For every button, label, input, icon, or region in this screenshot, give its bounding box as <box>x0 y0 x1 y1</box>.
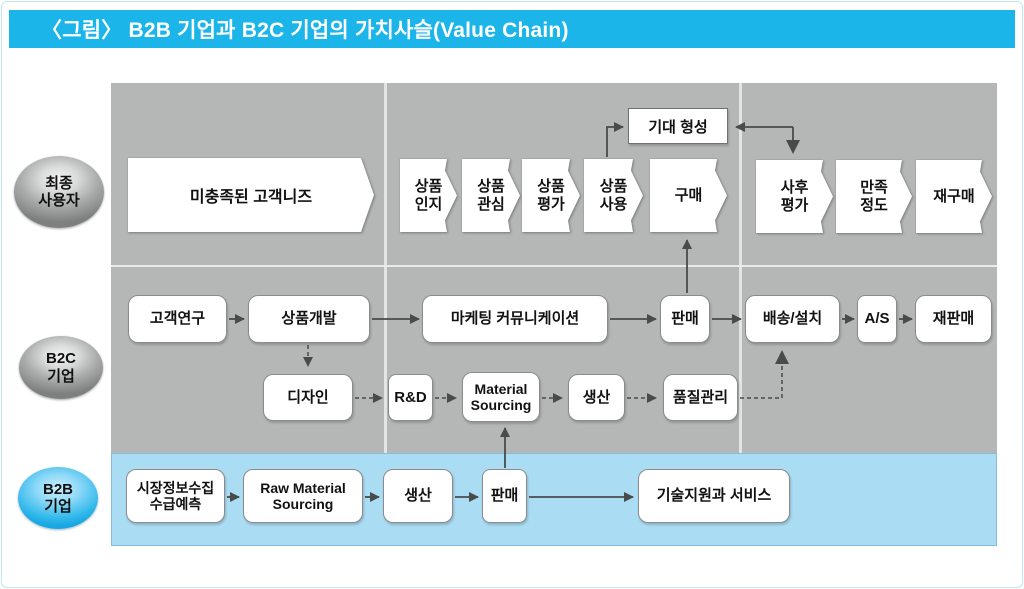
box-market-info-forecast: 시장정보수집 수급예측 <box>126 469 225 523</box>
box-sales-b2b: 판매 <box>482 469 527 523</box>
shape-unmet-needs-label: 미충족된 고객니즈 <box>128 158 374 232</box>
chevron-purchase: 구매 <box>650 159 727 232</box>
box-quality-control: 품질관리 <box>663 374 738 421</box>
lane-label-b2b: B2B 기업 <box>18 467 98 529</box>
chevron-product-use: 상품 사용 <box>584 159 643 232</box>
chevron-product-interest: 상품 관심 <box>462 159 520 232</box>
box-product-development: 상품개발 <box>248 295 370 343</box>
divider-vertical-2 <box>739 83 742 453</box>
box-customer-research: 고객연구 <box>128 295 227 343</box>
box-production-b2b: 생산 <box>383 469 453 523</box>
box-tech-support-service: 기술지원과 서비스 <box>638 469 790 523</box>
diagram-panel <box>111 83 997 453</box>
box-raw-material-sourcing: Raw Material Sourcing <box>243 469 363 523</box>
box-production-b2c: 생산 <box>568 374 625 421</box>
divider-horizontal <box>111 265 997 267</box>
chevron-product-evaluation: 상품 평가 <box>522 159 580 232</box>
lane-label-end-user: 최종 사용자 <box>14 156 104 228</box>
figure-title-bar: 〈그림〉 B2B 기업과 B2C 기업의 가치사슬(Value Chain) <box>9 10 1015 48</box>
figure-title: 〈그림〉 B2B 기업과 B2C 기업의 가치사슬(Value Chain) <box>41 19 569 42</box>
box-marketing-communication: 마케팅 커뮤니케이션 <box>422 295 608 343</box>
chevron-product-awareness: 상품 인지 <box>400 159 457 232</box>
box-resale: 재판매 <box>915 295 992 343</box>
box-after-service: A/S <box>857 295 897 343</box>
box-sales-b2c: 판매 <box>660 295 710 343</box>
box-design: 디자인 <box>263 374 353 421</box>
box-delivery-install: 배송/설치 <box>745 295 840 343</box>
box-material-sourcing: Material Sourcing <box>462 372 540 422</box>
chevron-repurchase: 재구매 <box>916 160 992 233</box>
chevron-satisfaction: 만족 정도 <box>836 160 912 233</box>
box-rnd: R&D <box>388 374 433 421</box>
box-expectation-formation: 기대 형성 <box>628 108 728 144</box>
divider-vertical-1 <box>384 83 387 453</box>
shape-unmet-needs: 미충족된 고객니즈 <box>128 158 374 232</box>
lane-label-b2c: B2C 기업 <box>19 336 103 399</box>
chevron-post-evaluation: 사후 평가 <box>756 160 833 233</box>
